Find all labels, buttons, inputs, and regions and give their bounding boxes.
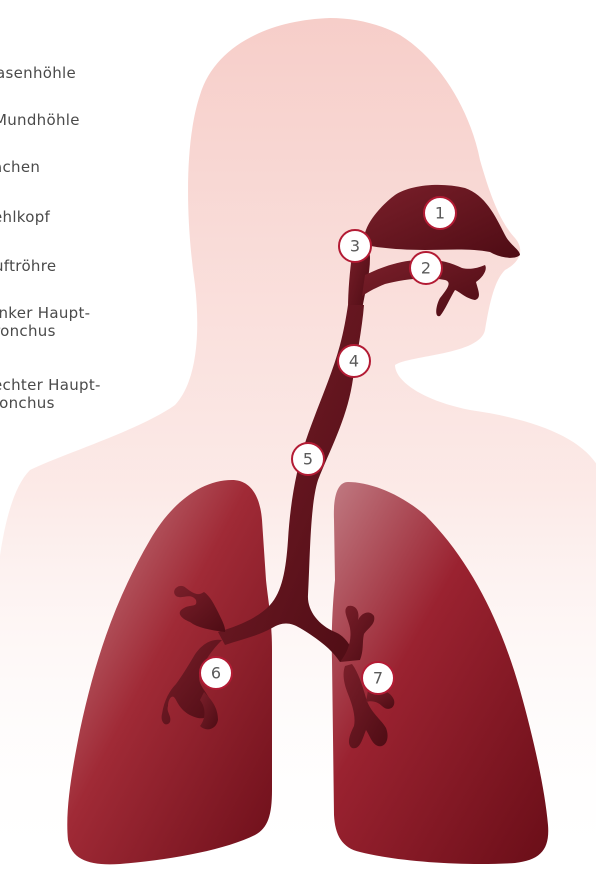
marker-1-label: 1 [435, 204, 445, 223]
marker-6: 6 [200, 657, 232, 689]
legend-item-1: asenhöhle [0, 64, 76, 82]
marker-7: 7 [362, 662, 394, 694]
marker-4: 4 [338, 345, 370, 377]
marker-4-label: 4 [349, 352, 359, 371]
legend: asenhöhle Mundhöhle achen ehlkopf uftröh… [0, 0, 170, 430]
marker-1: 1 [424, 197, 456, 229]
legend-item-5: uftröhre [0, 257, 56, 275]
marker-2: 2 [410, 252, 442, 284]
marker-2-label: 2 [421, 259, 431, 278]
marker-5: 5 [292, 443, 324, 475]
marker-6-label: 6 [211, 664, 221, 683]
legend-item-2: Mundhöhle [0, 111, 80, 129]
marker-5-label: 5 [303, 450, 313, 469]
marker-3-label: 3 [350, 237, 360, 256]
legend-item-6: inker Haupt- ronchus [0, 304, 90, 340]
legend-item-4: ehlkopf [0, 208, 50, 226]
legend-item-7: echter Haupt- ronchus [0, 376, 101, 412]
marker-3: 3 [339, 230, 371, 262]
marker-7-label: 7 [373, 669, 383, 688]
legend-item-3: achen [0, 158, 40, 176]
